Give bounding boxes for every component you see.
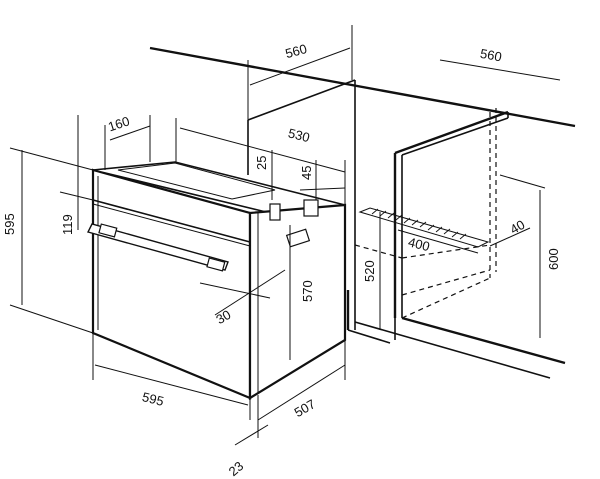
label-panel-height: 119 [60, 214, 75, 235]
vent-hatching [371, 208, 467, 240]
handle-bracket-right [206, 257, 226, 272]
cabinet-right-top-front [394, 110, 509, 155]
label-oven-side-depth: 160 [106, 113, 131, 134]
cutout-floor-front-dashed [401, 269, 491, 296]
oven-front [91, 168, 252, 400]
dim-30-ext [199, 282, 271, 299]
cutout-side-dashed [354, 244, 403, 259]
label-oven-body-height: 570 [300, 280, 315, 302]
dim-560-right-line [439, 59, 561, 81]
dim-23-line [234, 424, 269, 446]
dimension-lines [9, 25, 561, 446]
dim-400-line [397, 229, 479, 254]
dim-595-vertical-ext1 [9, 147, 94, 171]
dim-160-line [109, 125, 151, 141]
dim-30-line [214, 269, 286, 316]
label-cutout-height-tall: 600 [546, 248, 561, 270]
cutout-floor-dashed [401, 244, 491, 259]
label-cutout-side-gap: 45 [299, 166, 314, 180]
handle-bracket-left [98, 223, 118, 238]
cabinet-top-edge [149, 46, 576, 128]
side-bracket-top [303, 199, 319, 217]
label-oven-height: 595 [2, 213, 17, 235]
label-vent-width: 400 [407, 234, 432, 254]
side-bracket [285, 228, 311, 248]
label-oven-top-depth: 530 [287, 125, 312, 145]
dim-119-ext [59, 191, 94, 201]
label-oven-width: 595 [141, 389, 166, 409]
front-bracket [269, 203, 281, 221]
label-oven-depth: 507 [292, 396, 318, 420]
dim-530-line [179, 127, 346, 173]
cabinet-left-top-front [247, 79, 356, 121]
label-cutout-top-gap: 25 [254, 156, 269, 170]
floor-line [354, 321, 551, 379]
dim-40-line [489, 227, 531, 247]
dim-45-ext [299, 187, 346, 191]
label-cutout-height-low: 520 [362, 260, 377, 282]
control-panel-line-2 [92, 203, 251, 247]
label-vent-depth: 40 [507, 217, 527, 237]
plinth-right-base [401, 316, 566, 365]
cabinet-right-inner-top [401, 117, 509, 156]
dim-595-bottom-line [94, 364, 249, 406]
oven-top-flange [117, 162, 276, 200]
cutout-bottom-dashed [401, 277, 491, 319]
plinth-left-base [347, 329, 391, 344]
dimension-labels: 560 560 160 530 25 45 595 119 570 30 595… [2, 41, 561, 479]
vent-slot [358, 207, 490, 248]
dim-595-vertical-ext2 [9, 304, 94, 334]
label-cabinet-depth-left: 560 [284, 41, 309, 61]
control-panel-line [92, 199, 251, 243]
cabinet [149, 46, 576, 379]
label-front-thickness: 23 [226, 458, 247, 479]
label-handle-offset: 30 [213, 307, 233, 327]
dim-600-ext1 [499, 174, 546, 189]
dim-507-line [257, 364, 346, 421]
oven [86, 161, 347, 400]
label-cabinet-depth-right: 560 [479, 46, 503, 65]
door-handle [86, 223, 229, 271]
dim-560-left-line [249, 47, 351, 86]
